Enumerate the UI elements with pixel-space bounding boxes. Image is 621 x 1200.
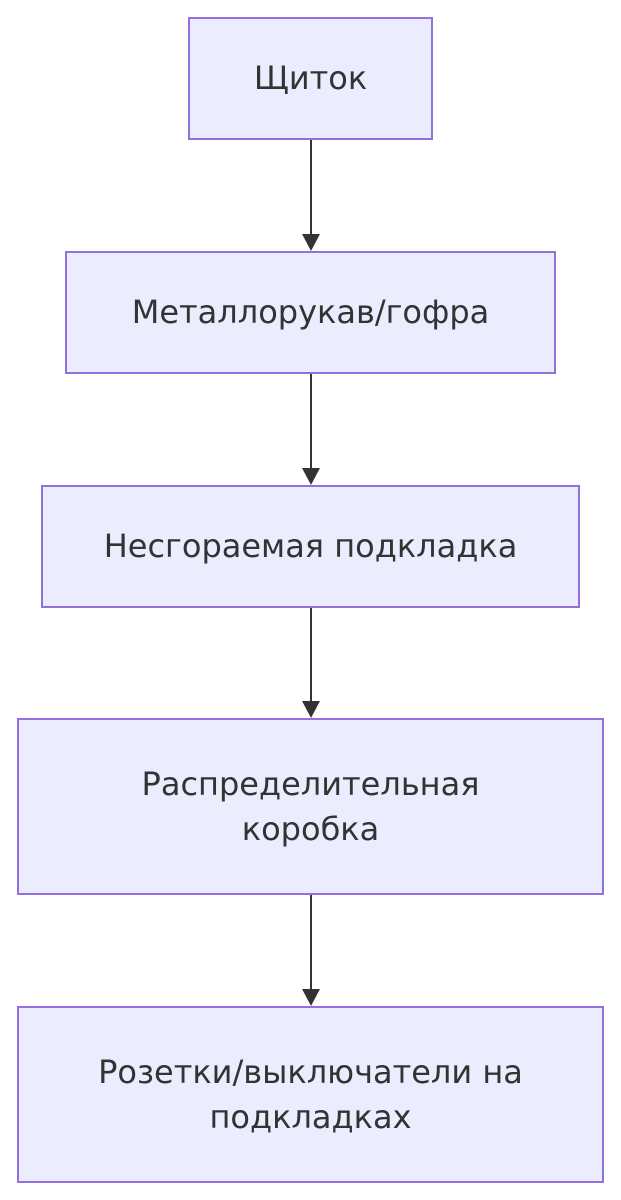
edge-junction-to-outlets-arrowhead: [302, 989, 320, 1006]
edge-conduit-to-pad-arrowhead: [302, 468, 320, 485]
node-panel: Щиток: [188, 17, 433, 140]
edge-panel-to-conduit-arrowhead: [302, 234, 320, 251]
node-fireproof-pad: Несгораемая подкладка: [41, 485, 580, 608]
node-fireproof-pad-label: Несгораемая подкладка: [103, 527, 518, 566]
node-junction-box-label: Распределительная коробка: [141, 765, 480, 848]
node-outlets-switches: Розетки/выключатели на подкладках: [17, 1006, 604, 1183]
node-panel-label: Щиток: [253, 59, 368, 98]
node-junction-box: Распределительная коробка: [17, 718, 604, 895]
edge-pad-to-junction: [302, 607, 320, 718]
edge-conduit-to-pad: [302, 373, 320, 485]
node-outlets-switches-label: Розетки/выключатели на подкладках: [98, 1053, 523, 1136]
edge-panel-to-conduit: [302, 139, 320, 251]
node-conduit-label: Металлорукав/гофра: [131, 293, 490, 332]
edge-junction-to-outlets: [302, 894, 320, 1006]
node-conduit: Металлорукав/гофра: [65, 251, 556, 374]
edge-pad-to-junction-arrowhead: [302, 701, 320, 718]
